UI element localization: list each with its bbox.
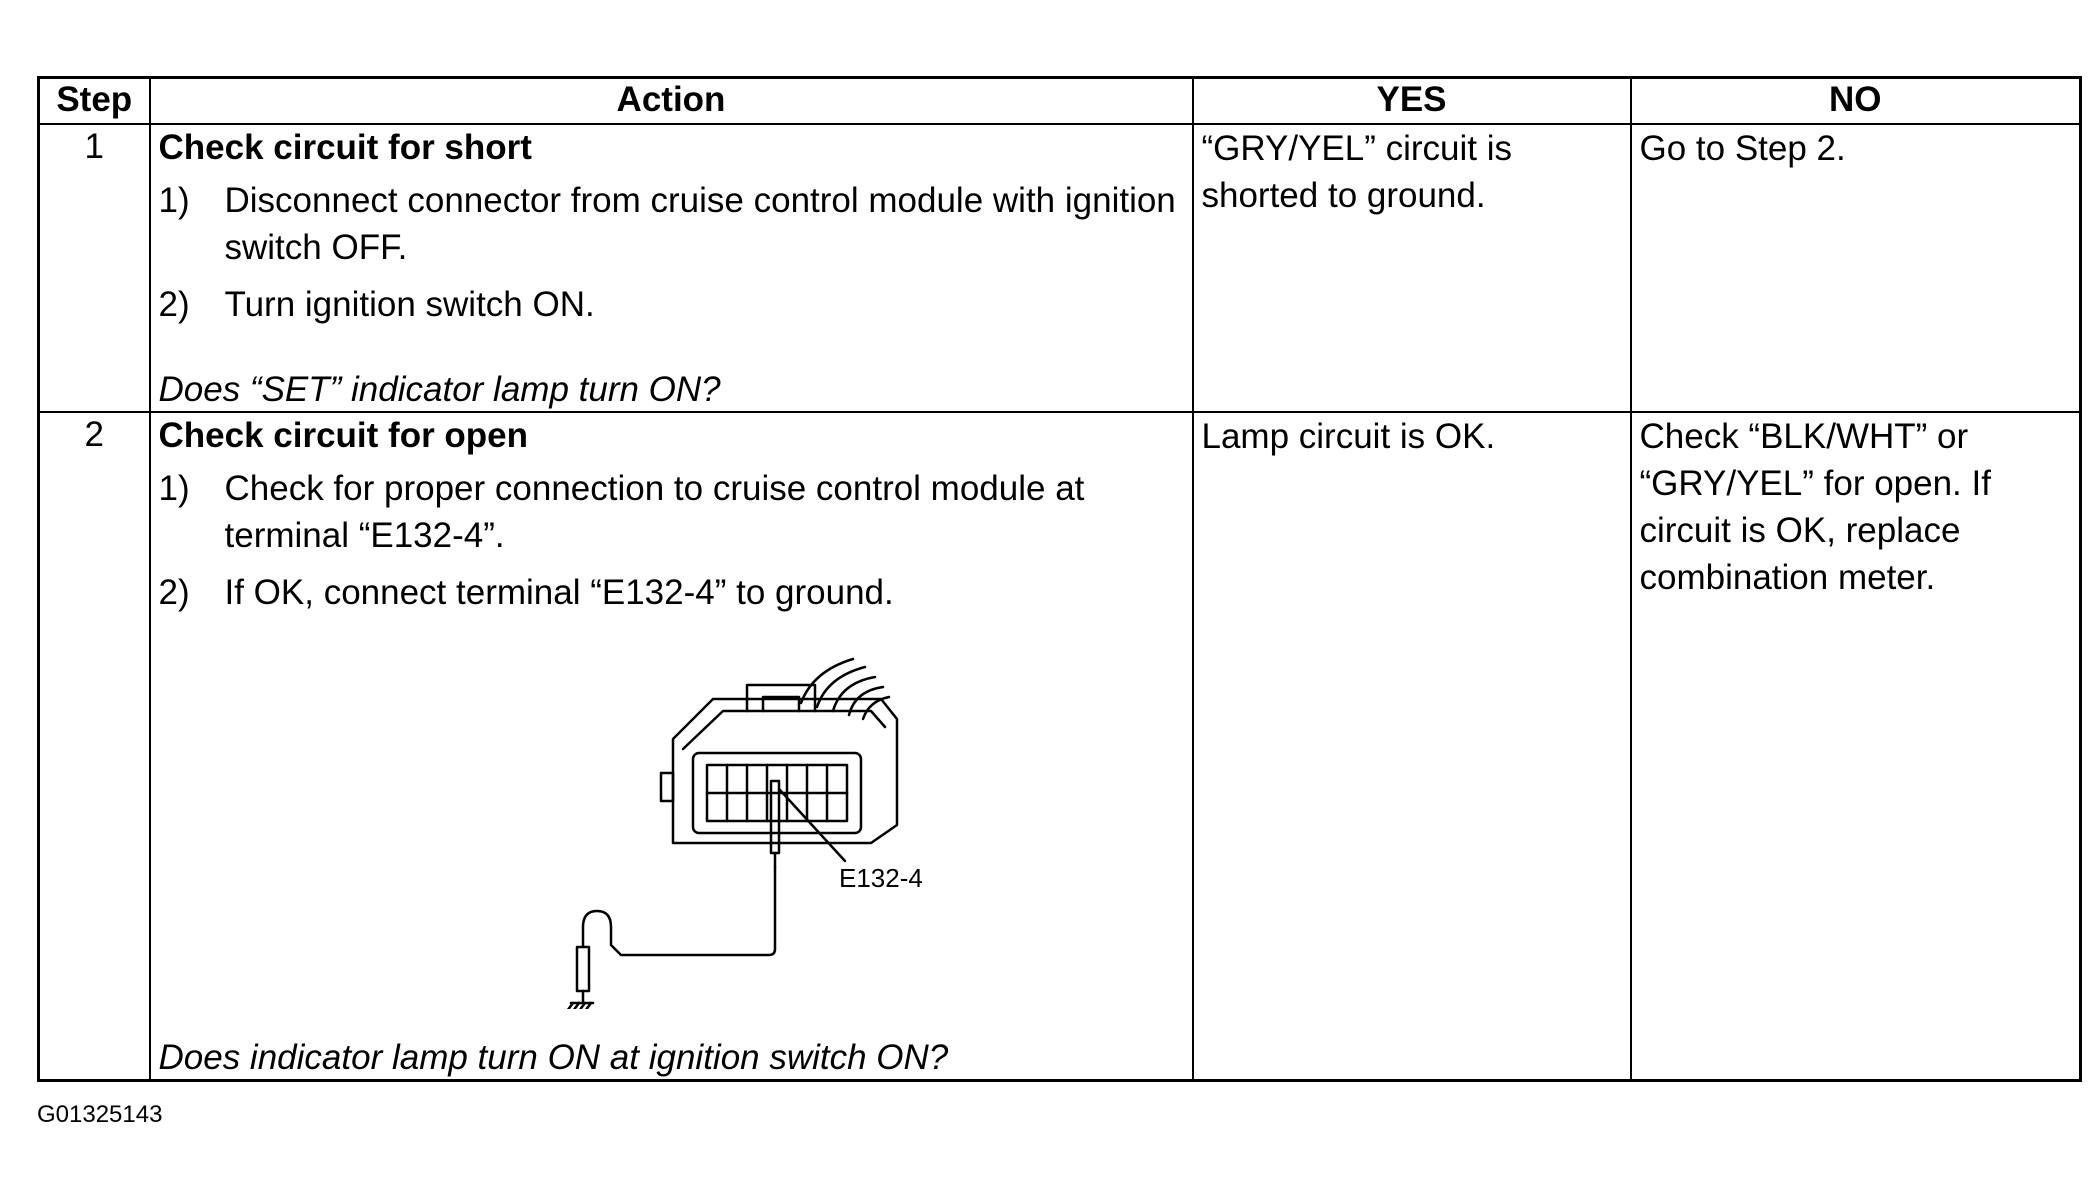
table-header-row: Step Action YES NO [37, 76, 2082, 125]
list-item-text: Check for proper connection to cruise co… [224, 469, 1085, 555]
header-action: Action [148, 76, 1194, 125]
action-question: Does “SET” indicator lamp turn ON? [158, 370, 721, 409]
header-no: NO [1629, 76, 2082, 125]
list-item-number: 2) [158, 285, 190, 324]
step-number: 1 [37, 123, 151, 413]
action-cell: Check circuit for open 1) Check for prop… [148, 411, 1194, 1082]
action-list: 1) Check for proper connection to cruise… [159, 465, 1184, 616]
header-step: Step [37, 76, 151, 125]
no-result: Go to Step 2. [1629, 123, 2082, 413]
list-item-text: Disconnect connector from cruise control… [224, 181, 1176, 267]
list-item-text: If OK, connect terminal “E132-4” to grou… [224, 573, 894, 612]
connector-ground-illustration: E132-4 [566, 657, 923, 1009]
list-item: 2) Turn ignition switch ON. [159, 281, 1184, 328]
action-question: Does indicator lamp turn ON at ignition … [158, 1038, 949, 1077]
diagnosis-table: Step Action YES NO 1 Check circuit for s… [37, 76, 2082, 1082]
table-row: 2 Check circuit for open 1) Check for pr… [37, 411, 2082, 1082]
action-title: Check circuit for open [158, 416, 529, 455]
header-yes: YES [1191, 76, 1632, 125]
yes-result: “GRY/YEL” circuit is shorted to ground. [1191, 123, 1632, 413]
list-item-number: 2) [158, 573, 190, 612]
list-item-number: 1) [158, 181, 190, 220]
list-item: 1) Disconnect connector from cruise cont… [159, 177, 1184, 271]
list-item: 2) If OK, connect terminal “E132-4” to g… [159, 569, 1184, 616]
action-title: Check circuit for short [158, 128, 532, 167]
step-number: 2 [37, 411, 151, 1082]
action-list: 1) Disconnect connector from cruise cont… [159, 177, 1184, 328]
table-row: 1 Check circuit for short 1) Disconnect … [37, 123, 2082, 413]
terminal-label: E132-4 [839, 863, 923, 893]
list-item: 1) Check for proper connection to cruise… [159, 465, 1184, 559]
list-item-number: 1) [158, 469, 190, 508]
yes-result: Lamp circuit is OK. [1191, 411, 1632, 1082]
action-cell: Check circuit for short 1) Disconnect co… [148, 123, 1194, 413]
no-result: Check “BLK/WHT” or “GRY/YEL” for open. I… [1629, 411, 2082, 1082]
list-item-text: Turn ignition switch ON. [224, 285, 595, 324]
figure-id: G01325143 [37, 1101, 163, 1128]
